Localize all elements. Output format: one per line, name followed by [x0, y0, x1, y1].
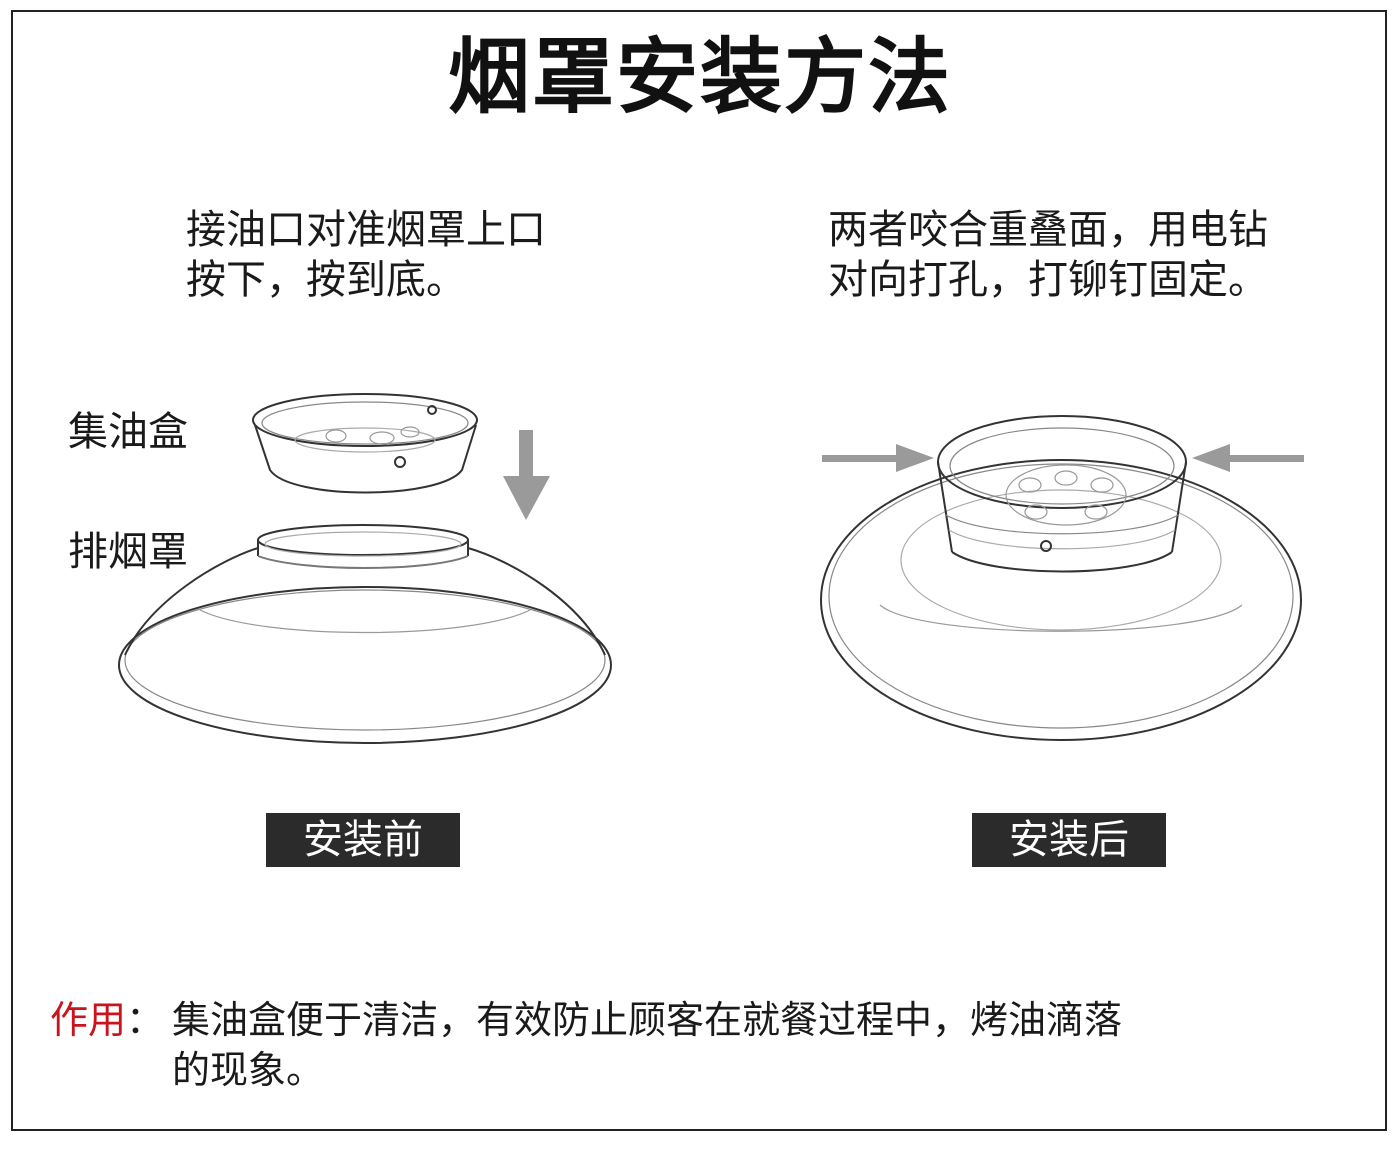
oil-box-before-illustration	[252, 393, 478, 494]
hood-before-illustration	[118, 524, 612, 744]
oil-box-label: 集油盒	[68, 409, 188, 455]
purpose-colon: ：	[126, 998, 165, 1042]
purpose-label: 作用	[50, 998, 127, 1042]
oil-box-after-illustration	[937, 415, 1187, 573]
hood-after-illustration	[820, 459, 1302, 741]
instruction-before: 接油口对准烟罩上口 按下，按到底。	[186, 205, 546, 305]
stage-before-tag: 安装前	[266, 813, 460, 867]
instruction-after-line1: 两者咬合重叠面，用电钻	[828, 207, 1268, 253]
instruction-after: 两者咬合重叠面，用电钻 对向打孔，打铆钉固定。	[828, 205, 1268, 305]
purpose-text-line2: 的现象。	[172, 1048, 325, 1092]
right-arrow-icon	[822, 444, 934, 472]
purpose-text-line1: 集油盒便于清洁，有效防止顾客在就餐过程中，烤油滴落	[172, 998, 1123, 1042]
instruction-before-line2: 按下，按到底。	[186, 257, 466, 303]
page-title: 烟罩安装方法	[447, 30, 952, 125]
hood-label: 排烟罩	[68, 529, 188, 575]
down-arrow-icon	[503, 430, 550, 520]
purpose-note-head: 作用：	[50, 995, 164, 1045]
stage-after-tag: 安装后	[972, 813, 1166, 867]
left-arrow-icon	[1192, 444, 1304, 472]
instruction-after-line2: 对向打孔，打铆钉固定。	[828, 257, 1268, 303]
instruction-before-line1: 接油口对准烟罩上口	[186, 207, 546, 253]
purpose-text: 集油盒便于清洁，有效防止顾客在就餐过程中，烤油滴落 的现象。	[172, 995, 1282, 1095]
outer-frame	[11, 10, 1387, 1131]
